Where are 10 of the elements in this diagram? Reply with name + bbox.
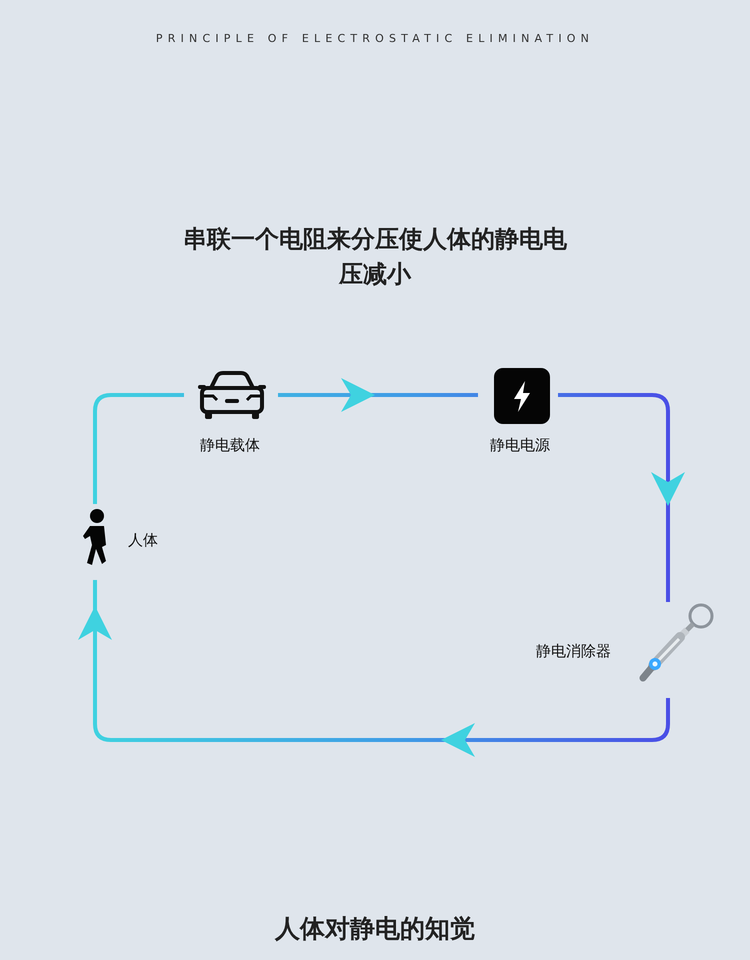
icon-caption: 静电消除器: [536, 642, 611, 661]
icon-caption: 静电载体: [200, 436, 260, 455]
title: PRINCIPLE OF ELECTROSTATIC ELIMINATION: [154, 32, 596, 45]
icon-caption: 人体: [128, 531, 158, 550]
arrow: [558, 393, 685, 602]
heading: 串联一个电阻来分压使人体的静电电压减小: [182, 224, 568, 290]
arrow: [278, 378, 478, 412]
section-heading: 人体对静电的知觉: [274, 913, 476, 945]
icon-caption: 静电电源: [490, 436, 550, 455]
arrow: [78, 580, 670, 757]
